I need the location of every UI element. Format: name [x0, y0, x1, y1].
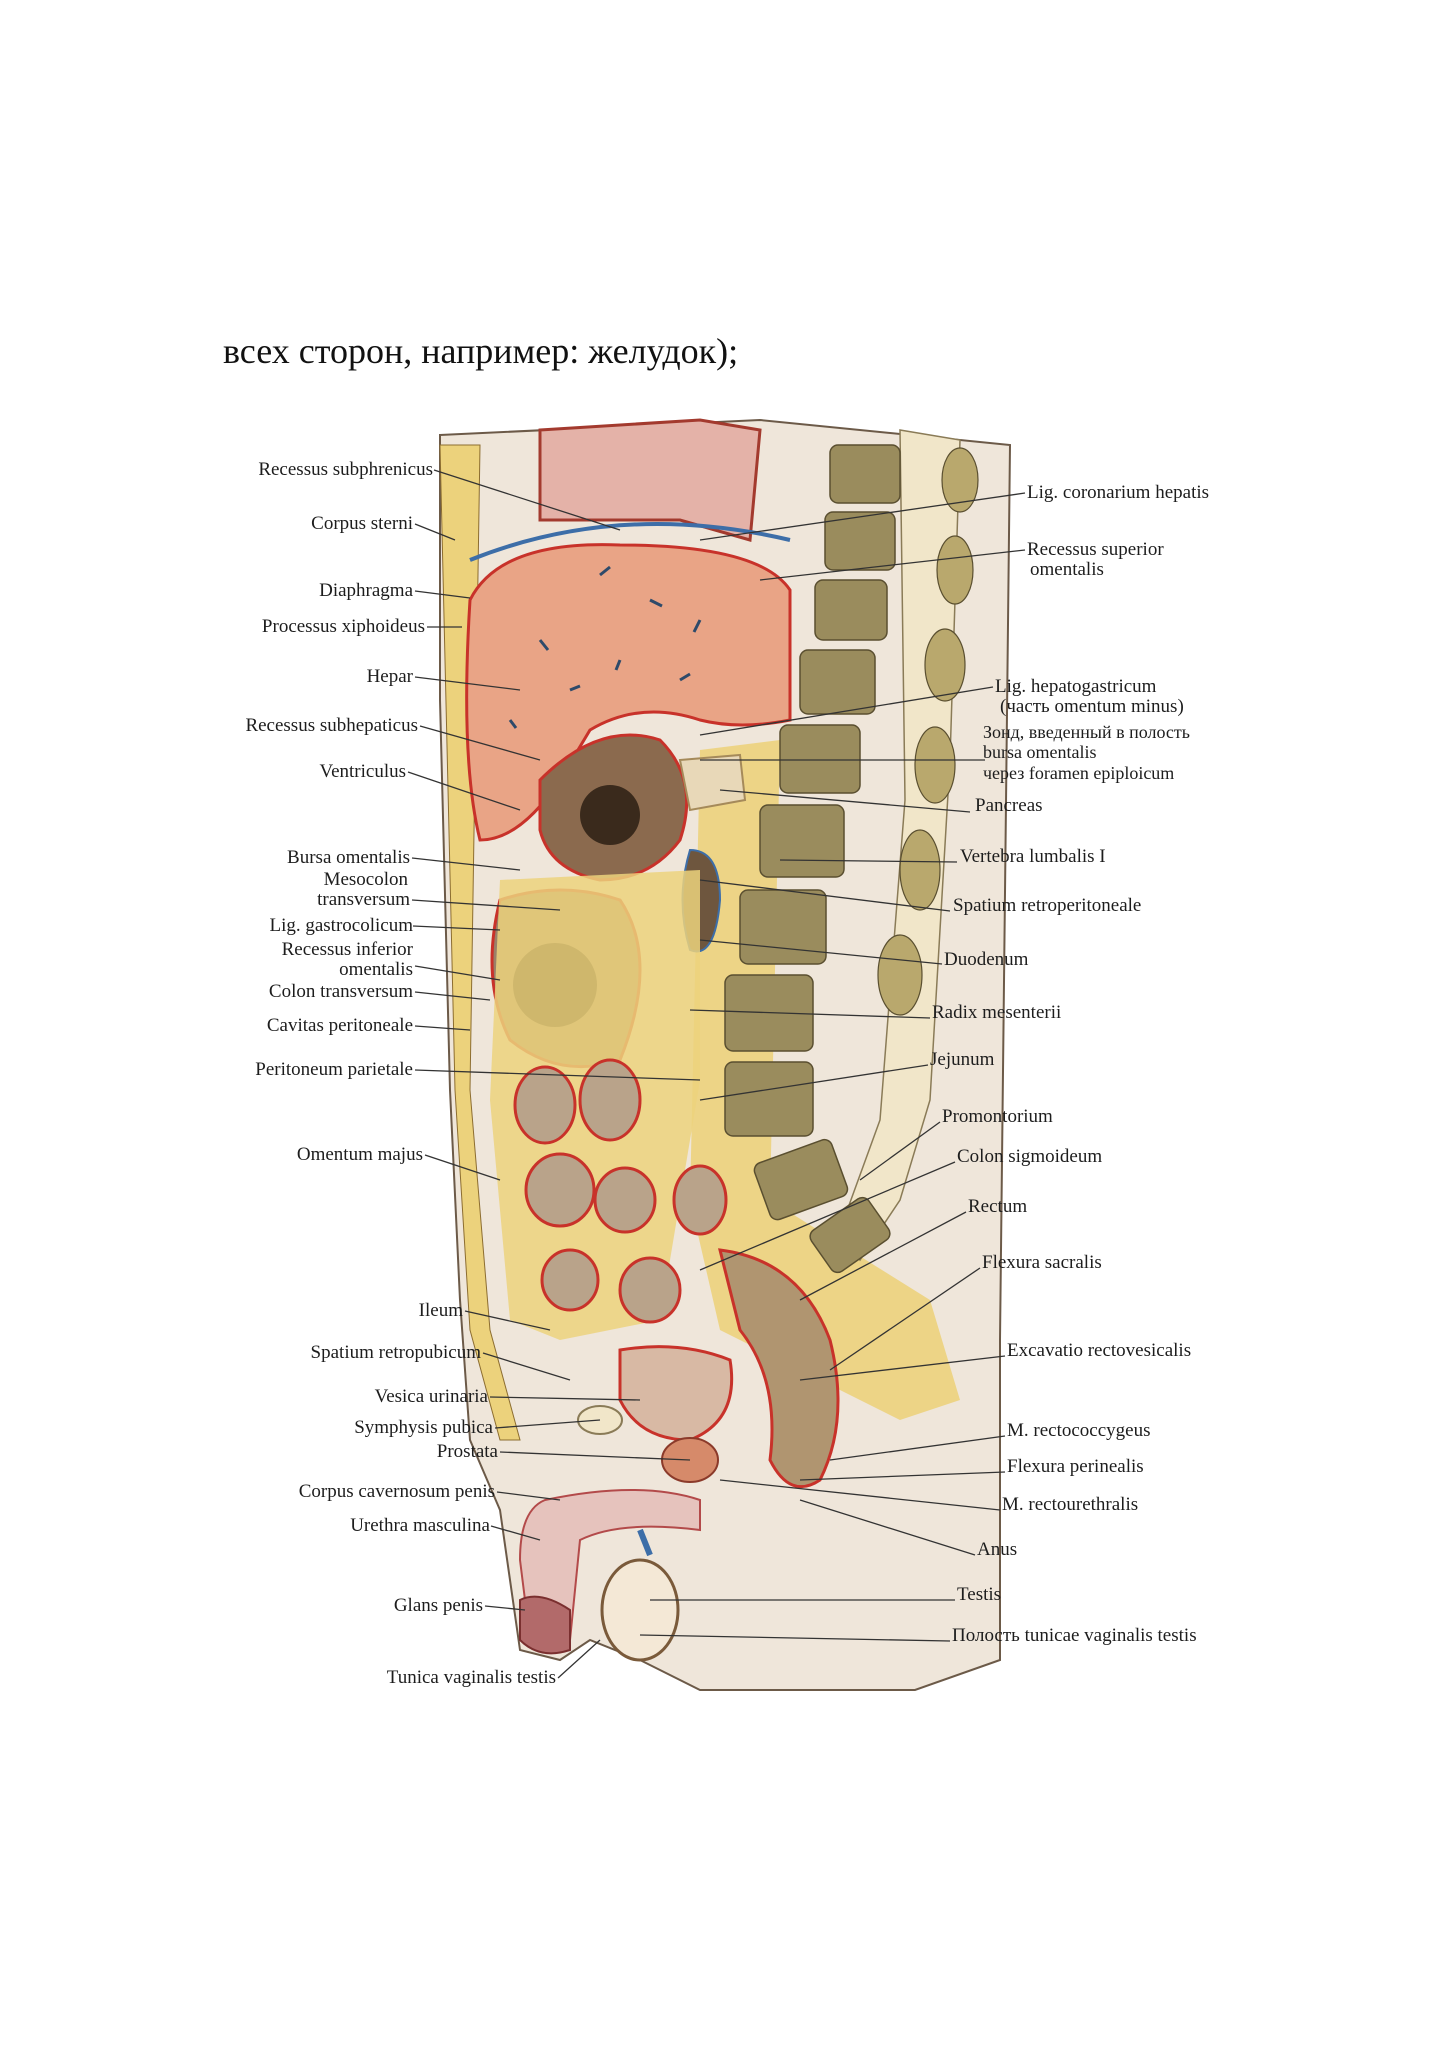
label-anus: Anus [977, 1539, 1018, 1560]
label-pancreas: Pancreas [975, 795, 1043, 816]
label-urethra-masculina: Urethra masculina [350, 1515, 490, 1536]
label-hepar: Hepar [366, 666, 413, 687]
label-symphysis-pubica: Symphysis pubica [354, 1417, 493, 1438]
stomach-lumen [580, 785, 640, 845]
label-colon-sigmoideum: Colon sigmoideum [957, 1146, 1103, 1167]
label-recessus-inferior-1: Recessus inferior [281, 939, 413, 960]
label-zond-2: bursa omentalis [983, 742, 1097, 762]
label-prostata: Prostata [436, 1441, 498, 1462]
label-m-rectourethralis: M. rectourethralis [1002, 1494, 1139, 1515]
label-recessus-subphrenicus: Recessus subphrenicus [258, 459, 433, 480]
liver-vessels [508, 565, 702, 729]
label-lig-hepatogastricum-1: Lig. hepatogastricum [995, 676, 1157, 697]
label-promontorium: Promontorium [942, 1106, 1053, 1127]
spinous-processes [877, 447, 979, 1016]
penis [518, 1489, 701, 1641]
label-duodenum: Duodenum [944, 949, 1029, 970]
label-testis: Testis [957, 1584, 1002, 1605]
label-excavatio-rectovesicalis: Excavatio rectovesicalis [1007, 1340, 1192, 1361]
label-vertebra-lumbalis: Vertebra lumbalis I [960, 846, 1106, 867]
label-tunica-vaginalis: Tunica vaginalis testis [386, 1667, 556, 1688]
label-spatium-retroperitoneale: Spatium retroperitoneale [953, 895, 1142, 916]
label-ventriculus: Ventriculus [319, 761, 406, 782]
label-omentum-majus: Omentum majus [296, 1144, 423, 1165]
label-lig-hepatogastricum-2: (часть omentum minus) [1000, 696, 1184, 717]
testis [600, 1558, 680, 1662]
leader-lines-right [639, 492, 1026, 1642]
label-bursa-omentalis: Bursa omentalis [287, 847, 410, 868]
label-rectum: Rectum [968, 1196, 1028, 1217]
label-lig-gastrocolicum: Lig. gastrocolicum [269, 915, 413, 936]
label-mesocolon-1: Mesocolon [323, 869, 408, 890]
label-zond-3: через foramen epiploicum [983, 763, 1175, 783]
label-radix-mesenterii: Radix mesenterii [932, 1002, 1062, 1023]
label-mesocolon-2: transversum [317, 889, 410, 910]
label-glans-penis: Glans penis [393, 1595, 483, 1616]
small-intestine-loops [513, 1058, 728, 1324]
label-corpus-cavernosum: Corpus cavernosum penis [298, 1481, 495, 1502]
vas [637, 1528, 653, 1557]
label-cavitas-peritoneale: Cavitas peritoneale [266, 1015, 413, 1036]
label-recessus-inferior-2: omentalis [339, 959, 413, 980]
label-corpus-sterni: Corpus sterni [311, 513, 413, 534]
label-vesica-urinaria: Vesica urinaria [374, 1386, 488, 1407]
label-lig-coronarium: Lig. coronarium hepatis [1027, 482, 1210, 503]
pancreas [678, 753, 747, 812]
label-jejunum: Jejunum [930, 1049, 995, 1070]
diaphragm [469, 522, 791, 562]
label-peritoneum-parietale: Peritoneum parietale [255, 1059, 413, 1080]
label-processus-xiphoideus: Processus xiphoideus [261, 616, 425, 637]
glans [519, 1595, 571, 1655]
page-heading: всех сторон, например: желудок); [223, 331, 739, 371]
label-recessus-superior-1: Recessus superior [1027, 539, 1164, 560]
label-zond-1: Зонд, введенный в полость [983, 722, 1190, 742]
label-flexura-sacralis: Flexura sacralis [982, 1252, 1102, 1273]
liver [465, 543, 792, 842]
rectum [718, 1248, 840, 1489]
label-flexura-perinealis: Flexura perinealis [1007, 1456, 1144, 1477]
label-recessus-subhepaticus: Recessus subhepaticus [245, 715, 418, 736]
label-spatium-retropubicum: Spatium retropubicum [310, 1342, 481, 1363]
label-polost-tunicae: Полость tunicae vaginalis testis [952, 1625, 1197, 1646]
label-m-rectococcygeus: M. rectococcygeus [1007, 1420, 1151, 1441]
label-ileum: Ileum [418, 1300, 463, 1321]
label-recessus-superior-2: omentalis [1030, 559, 1104, 580]
thorax-organ [538, 418, 762, 542]
label-colon-transversum: Colon transversum [268, 981, 413, 1002]
leader-lines-left [407, 469, 701, 1679]
label-diaphragma: Diaphragma [319, 580, 413, 601]
bladder [618, 1345, 734, 1442]
